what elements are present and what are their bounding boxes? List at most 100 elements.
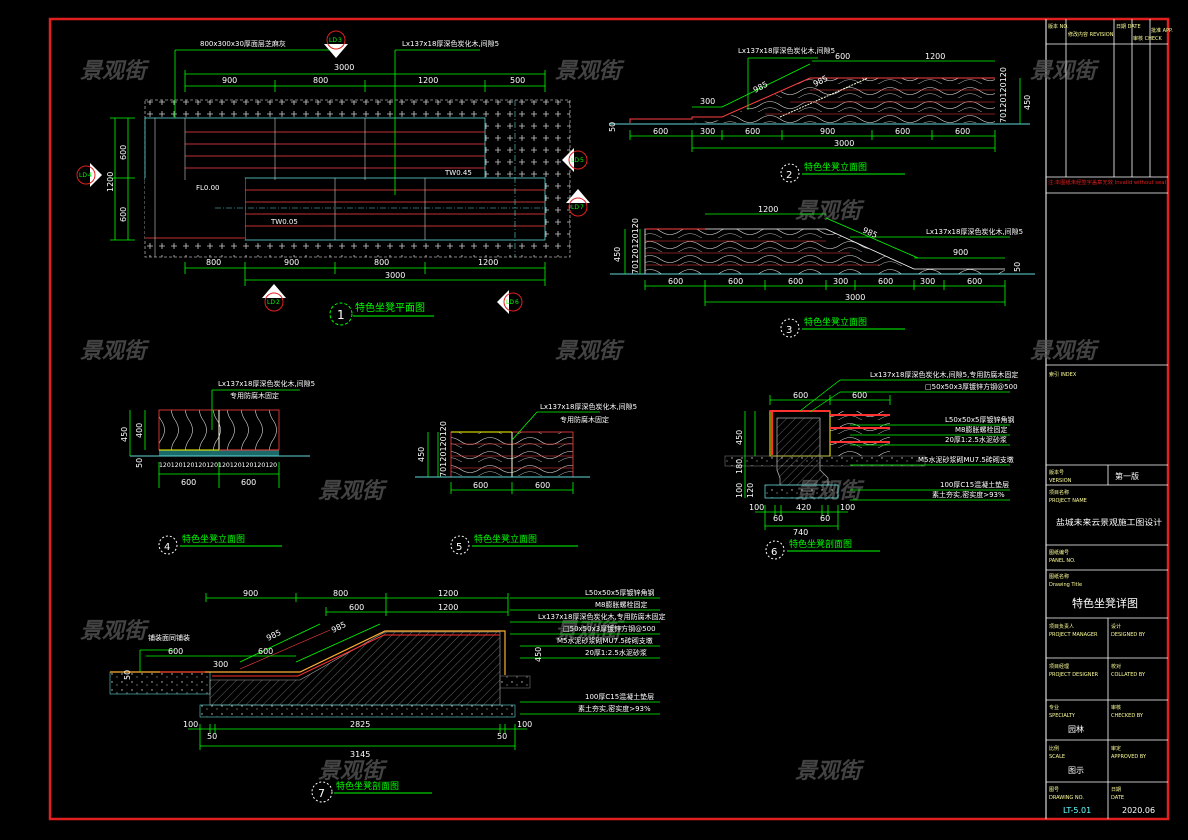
- sect6-total: 740: [793, 528, 808, 537]
- sect6-bottom-dim: 60: [820, 514, 830, 523]
- drawing-id-label-en: PANEL NO.: [1049, 558, 1076, 564]
- elev3-bottom-dim: 600: [728, 277, 743, 286]
- elev2-bottom-dim: 600: [745, 127, 760, 136]
- watermark: 景观街: [318, 479, 388, 504]
- elev3-top-dim: 1200: [758, 205, 778, 214]
- elevation-mark: FL0.00: [196, 184, 220, 192]
- plan-top-note: 800x300x30厚面层芝麻灰: [200, 39, 286, 48]
- plan-board-note: Lx137x18厚深色炭化木,间隙5: [402, 39, 499, 48]
- elev3-top-dim: 900: [953, 248, 968, 257]
- elevation-3: Lx137x18厚深色炭化木,间隙5 985 1200 900 600 600 …: [610, 205, 1035, 338]
- sect7-top-dim: 1200: [438, 589, 458, 598]
- elev3-base: 50: [1013, 262, 1022, 272]
- tb-cell: 设计 DESIGNED BY: [1111, 623, 1146, 638]
- sect7-note: 20厚1:2.5水泥砂浆: [585, 648, 647, 657]
- elev4-height: 450: [120, 427, 129, 442]
- tb-cell: 审定 APPROVED BY: [1111, 745, 1147, 760]
- elevation-2: Lx137x18厚深色炭化木,间隙5 985 985 300 600 1200 …: [608, 46, 1032, 183]
- project-name-label-en: PROJECT NAME: [1049, 498, 1087, 504]
- sect7-note: M8膨胀螺栓固定: [595, 600, 648, 609]
- elev3-bottom-dim: 600: [967, 277, 982, 286]
- section-mark-sheet[interactable]: LD: [571, 204, 579, 211]
- sect7-total: 3145: [350, 750, 370, 759]
- elev2-title-text: 特色坐凳立面图: [804, 161, 867, 173]
- sect7-note: L50x50x5厚镀锌角钢: [585, 588, 654, 597]
- elev4-bottom-dim: 600: [241, 478, 256, 487]
- sect7-second-dim: 1200: [438, 603, 458, 612]
- sect7-slope-dim: 985: [330, 620, 348, 635]
- section-mark-no[interactable]: 3: [338, 37, 342, 44]
- sect7-note: Lx137x18厚深色炭化木,专用防腐木固定: [538, 612, 666, 621]
- elev4-note: Lx137x18厚深色炭化木,间隙5: [218, 379, 315, 388]
- drawing-number: LT-5.01: [1063, 806, 1091, 815]
- section-mark-no[interactable]: 4: [88, 172, 92, 179]
- tb-cell-label: 校对: [1111, 663, 1121, 670]
- section-mark-no[interactable]: 7: [580, 204, 584, 211]
- elev2-note: Lx137x18厚深色炭化木,间隙5: [738, 46, 835, 55]
- watermark: 景观街: [795, 759, 865, 784]
- elev4-layers: 120120120120120120120120120120: [159, 462, 277, 469]
- section-mark-sheet[interactable]: LD: [506, 299, 514, 306]
- section-mark-sheet[interactable]: LD: [79, 172, 87, 179]
- sect6-bottom-dim: 60: [773, 514, 783, 523]
- section-mark-no[interactable]: 2: [276, 299, 280, 306]
- elev5-note: Lx137x18厚深色炭化木,间隙5: [540, 402, 637, 411]
- section-7: L50x50x5厚镀锌角钢 M8膨胀螺栓固定 Lx137x18厚深色炭化木,专用…: [109, 588, 666, 803]
- tb-cell-value: 园林: [1068, 724, 1084, 734]
- elev2-bottom-dim: 600: [955, 127, 970, 136]
- sect6-title-text: 特色坐凳剖面图: [789, 538, 852, 550]
- sect6-left-dim: 180: [735, 459, 744, 474]
- sect6-top-dim: 600: [793, 391, 808, 400]
- section-mark-no[interactable]: 6: [515, 299, 519, 306]
- section-mark-sheet[interactable]: LD: [267, 299, 275, 306]
- tb-cell-label-en: DATE: [1111, 795, 1124, 801]
- project-name-label: 项目名称: [1049, 489, 1069, 496]
- plan-top-dim: 1200: [418, 76, 438, 85]
- sect7-note: M5水泥砂浆砌MU7.5砖砌支墩: [557, 636, 653, 645]
- elev5-title-text: 特色坐凳立面图: [474, 533, 537, 545]
- elev4-title-text: 特色坐凳立面图: [182, 533, 245, 545]
- sect6-note: □50x50x3厚镀锌方钢@500: [925, 382, 1018, 391]
- sect6-bottom-dim: 100: [840, 503, 855, 512]
- elev5-title-number: 5: [456, 542, 462, 553]
- elev4-inner: 400: [135, 423, 144, 438]
- sect7-note: 素土夯实,密实度>93%: [578, 704, 651, 713]
- rev-header: 审核 CHECK: [1133, 35, 1162, 42]
- elev2-bottom-dim: 300: [700, 127, 715, 136]
- elev3-title-text: 特色坐凳立面图: [804, 316, 867, 328]
- section-mark-sheet[interactable]: LD: [329, 37, 337, 44]
- sect7-base: 50: [123, 670, 132, 680]
- elev2-title-number: 2: [786, 170, 792, 181]
- sect6-note: Lx137x18厚深色炭化木,间隙5,专用防腐木固定: [870, 370, 1018, 379]
- sect6-note: 20厚1:2.5水泥砂浆: [945, 435, 1007, 444]
- watermark: 景观街: [80, 619, 150, 644]
- sect6-title: 6 特色坐凳剖面图: [765, 538, 880, 560]
- elev2-bottom-dim: 600: [653, 127, 668, 136]
- version-label-en: VERSION: [1049, 478, 1072, 484]
- elev4-title: 4 特色坐凳立面图: [158, 533, 282, 555]
- elev2-bottom-dim: 600: [895, 127, 910, 136]
- watermark: 景观街: [318, 759, 388, 784]
- plan-left-dim: 600: [119, 207, 128, 222]
- elev2-base: 50: [608, 122, 617, 132]
- elev2-layers: 70120120120: [999, 67, 1008, 123]
- tb-cell-value: 图示: [1068, 766, 1084, 775]
- sect6-note: 100厚C15混凝土垫层: [940, 480, 1009, 489]
- elev3-title: 3 特色坐凳立面图: [780, 316, 905, 338]
- section-mark-sheet[interactable]: LD: [571, 157, 579, 164]
- sect7-title: 7 特色坐凳剖面图: [311, 780, 432, 803]
- tb-cell-label: 项目负责人: [1049, 623, 1074, 630]
- sect6-top-dim: 600: [852, 391, 867, 400]
- plan-left-total: 1200: [106, 172, 115, 192]
- section-mark-no[interactable]: 5: [580, 157, 584, 164]
- drawing-date: 2020.06: [1122, 806, 1155, 815]
- elevation-4: Lx137x18厚深色炭化木,间隙5 专用防腐木固定 1201201201201…: [120, 379, 315, 555]
- elev3-note: Lx137x18厚深色炭化木,间隙5: [926, 227, 1023, 236]
- tb-cell-label-en: CHECKED BY: [1111, 713, 1144, 719]
